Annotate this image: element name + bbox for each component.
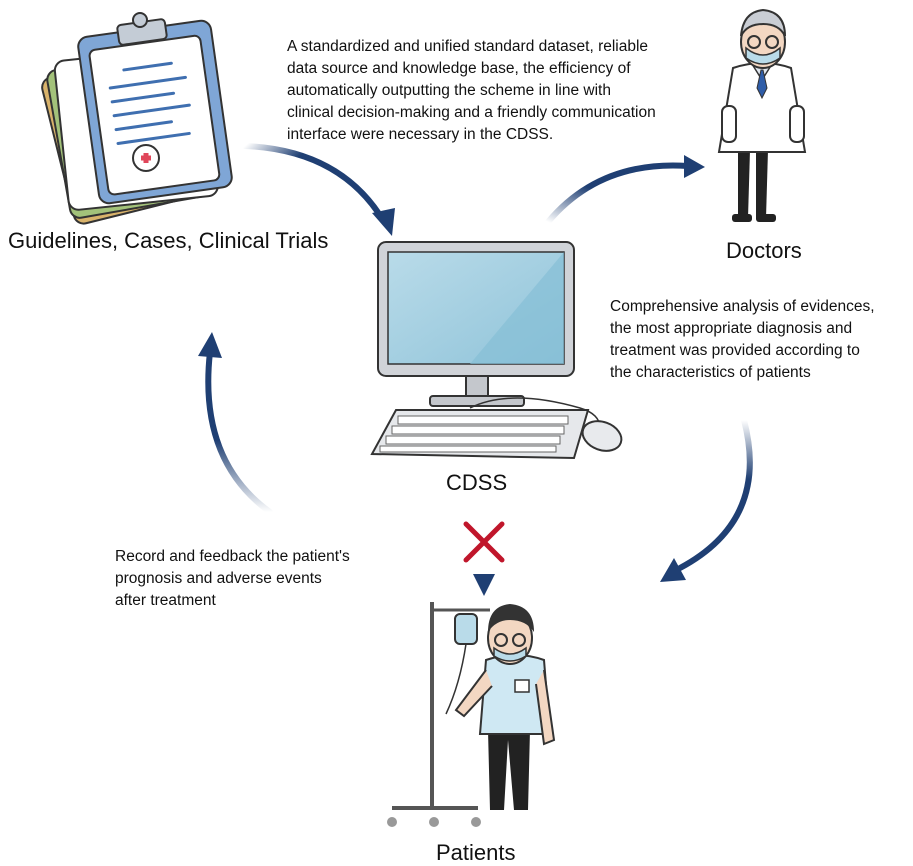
- arrow-patients-to-guidelines: [198, 332, 273, 515]
- doctors-label: Doctors: [726, 238, 802, 263]
- arrow-cdss-to-doctors: [545, 155, 705, 225]
- clipboard-icon: [41, 12, 233, 225]
- note-line: automatically outputting the scheme in l…: [287, 82, 611, 99]
- note-line: data source and knowledge base, the effi…: [287, 60, 631, 77]
- note-top: A standardized and unified standard data…: [287, 36, 656, 146]
- patient-icon: [387, 602, 556, 827]
- arrow-guidelines-to-cdss: [242, 143, 395, 236]
- note-line: prognosis and adverse events: [115, 570, 322, 587]
- patients-label: Patients: [436, 840, 516, 865]
- doctor-icon: [717, 8, 807, 222]
- note-line: Record and feedback the patient's: [115, 548, 350, 565]
- note-right: Comprehensive analysis of evidences, the…: [610, 296, 875, 384]
- note-line: Comprehensive analysis of evidences,: [610, 298, 875, 315]
- computer-icon: [370, 241, 623, 460]
- note-line: the most appropriate diagnosis and: [610, 320, 853, 337]
- note-left: Record and feedback the patient's progno…: [115, 546, 350, 612]
- guidelines-label: Guidelines, Cases, Clinical Trials: [8, 228, 329, 253]
- note-line: after treatment: [115, 592, 216, 609]
- cross-icon: [463, 521, 505, 563]
- cdss-label: CDSS: [446, 470, 508, 495]
- note-line: clinical decision-making and a friendly …: [287, 104, 656, 121]
- arrow-doctors-to-patients: [660, 417, 753, 582]
- arrow-cdss-to-patients: [473, 498, 495, 596]
- note-line: the characteristics of patients: [610, 364, 811, 381]
- note-line: treatment was provided according to: [610, 342, 860, 359]
- note-line: interface were necessary in the CDSS.: [287, 126, 554, 143]
- note-line: A standardized and unified standard data…: [287, 38, 649, 55]
